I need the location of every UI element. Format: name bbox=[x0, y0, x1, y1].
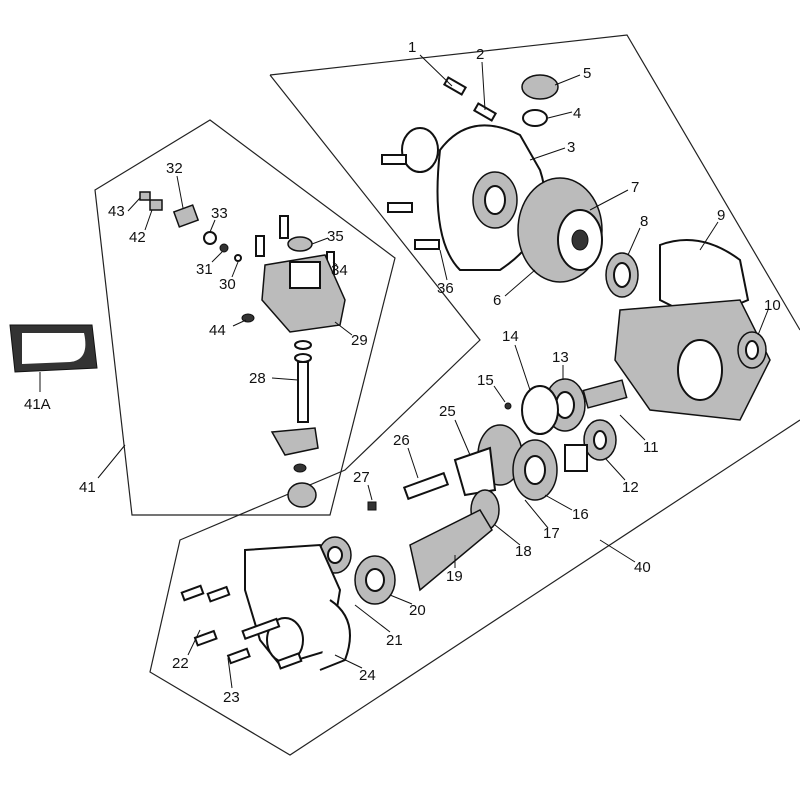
label-15: 15 bbox=[477, 372, 494, 389]
leader-line-12 bbox=[604, 457, 626, 481]
leader-line-36 bbox=[439, 249, 448, 281]
leader-line-7 bbox=[589, 189, 629, 211]
leader-line-25 bbox=[454, 419, 471, 456]
assembly-41-parts bbox=[139, 191, 346, 508]
label-1: 1 bbox=[408, 39, 416, 56]
leader-line-17 bbox=[524, 499, 549, 529]
leader-line-28 bbox=[271, 377, 299, 381]
label-11: 11 bbox=[643, 439, 659, 456]
gasket-41A bbox=[9, 324, 98, 373]
leader-line-32 bbox=[176, 175, 184, 209]
leader-line-34 bbox=[332, 261, 338, 266]
leader-line-20 bbox=[389, 594, 413, 605]
leader-line-29 bbox=[334, 321, 353, 336]
leader-line-14 bbox=[514, 344, 531, 391]
label-34: 34 bbox=[331, 262, 348, 279]
leader-line-40 bbox=[599, 539, 636, 563]
label-25: 25 bbox=[439, 403, 456, 420]
label-40: 40 bbox=[634, 559, 651, 576]
assembly-40-outline bbox=[269, 34, 800, 331]
label-41A: 41A bbox=[24, 396, 51, 413]
label-42: 42 bbox=[129, 229, 146, 246]
label-7: 7 bbox=[631, 179, 639, 196]
label-19: 19 bbox=[446, 568, 463, 585]
label-3: 3 bbox=[567, 139, 575, 156]
leader-line-6 bbox=[504, 269, 536, 297]
leader-line-27 bbox=[367, 484, 373, 501]
leader-line-35 bbox=[311, 237, 329, 245]
label-13: 13 bbox=[552, 349, 569, 366]
leader-line-16 bbox=[544, 494, 573, 511]
leader-line-41 bbox=[97, 444, 126, 479]
leader-line-4 bbox=[547, 111, 573, 119]
leader-line-11 bbox=[619, 414, 646, 441]
label-14: 14 bbox=[502, 328, 519, 345]
label-22: 22 bbox=[172, 655, 189, 672]
label-31: 31 bbox=[196, 261, 213, 278]
label-21: 21 bbox=[386, 632, 403, 649]
label-33: 33 bbox=[211, 205, 228, 222]
assembly-40-outline-lower bbox=[149, 74, 800, 756]
leader-line-26 bbox=[407, 447, 419, 479]
assembly-41-outline bbox=[94, 119, 396, 516]
assembly-40-upper-parts bbox=[381, 74, 771, 421]
label-16: 16 bbox=[572, 506, 589, 523]
label-32: 32 bbox=[166, 160, 183, 177]
label-23: 23 bbox=[223, 689, 240, 706]
leader-line-18 bbox=[494, 524, 521, 546]
leader-line-43 bbox=[127, 197, 141, 212]
leader-line-8 bbox=[627, 227, 641, 256]
label-6: 6 bbox=[493, 292, 501, 309]
leader-line-42 bbox=[144, 209, 153, 231]
leader-line-30 bbox=[231, 261, 239, 278]
label-10: 10 bbox=[764, 297, 781, 314]
leader-lines bbox=[39, 54, 769, 689]
label-44: 44 bbox=[209, 322, 226, 339]
label-20: 20 bbox=[409, 602, 426, 619]
label-35: 35 bbox=[327, 228, 344, 245]
label-18: 18 bbox=[515, 543, 532, 560]
label-28: 28 bbox=[249, 370, 266, 387]
label-17: 17 bbox=[543, 525, 560, 542]
assembly-40-lower-parts bbox=[180, 536, 396, 671]
leader-line-31 bbox=[211, 251, 223, 263]
label-26: 26 bbox=[393, 432, 410, 449]
leader-line-23 bbox=[227, 657, 233, 689]
label-29: 29 bbox=[351, 332, 368, 349]
label-30: 30 bbox=[219, 276, 236, 293]
leader-line-2 bbox=[481, 61, 486, 111]
label-24: 24 bbox=[359, 667, 376, 684]
label-12: 12 bbox=[622, 479, 639, 496]
leader-line-10 bbox=[757, 309, 769, 336]
leader-line-3 bbox=[529, 147, 566, 161]
leader-line-1 bbox=[419, 54, 453, 87]
label-27: 27 bbox=[353, 469, 370, 486]
leader-line-22 bbox=[187, 629, 201, 656]
leader-line-33 bbox=[209, 219, 216, 233]
label-43: 43 bbox=[108, 203, 125, 220]
label-9: 9 bbox=[717, 207, 725, 224]
leader-line-15 bbox=[493, 385, 506, 403]
leader-line-44 bbox=[232, 319, 247, 327]
label-8: 8 bbox=[640, 213, 648, 230]
label-2: 2 bbox=[476, 46, 484, 63]
assembly-40-middle-parts bbox=[367, 378, 628, 592]
leader-line-21 bbox=[354, 604, 391, 633]
leader-line-5 bbox=[554, 74, 581, 86]
leader-line-9 bbox=[699, 221, 719, 251]
label-5: 5 bbox=[583, 65, 591, 82]
label-41: 41 bbox=[79, 479, 96, 496]
label-36: 36 bbox=[437, 280, 454, 297]
leader-line-24 bbox=[334, 654, 363, 669]
label-4: 4 bbox=[573, 105, 581, 122]
